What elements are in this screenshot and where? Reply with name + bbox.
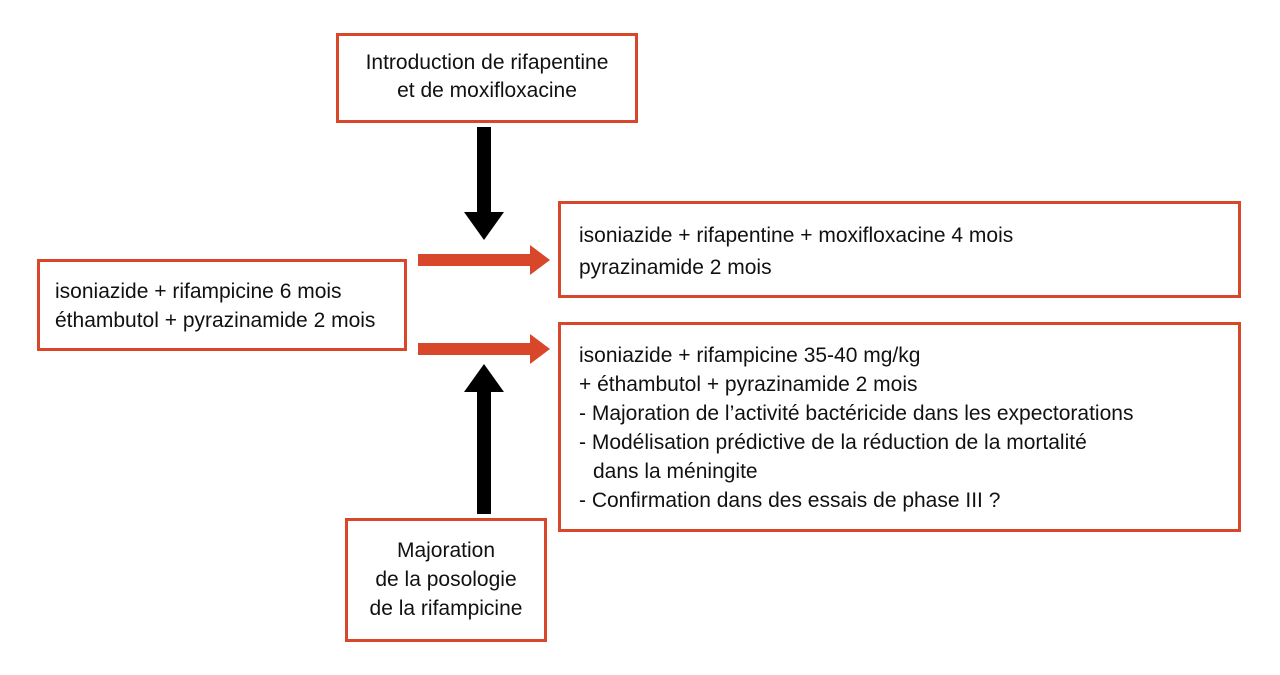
box-text-line: isoniazide + rifampicine 6 mois (55, 280, 342, 303)
box-text-line: et de moxifloxacine (397, 79, 577, 102)
box-introduction-rifapentine-moxifloxacine: Introduction de rifapentine et de moxifl… (336, 33, 638, 123)
bullet-item: - Majoration de l’activité bactéricide d… (579, 402, 1134, 425)
arrow-down-black (464, 127, 504, 240)
bullet-item-continuation: dans la méningite (593, 460, 758, 483)
box-high-dose-rifampicine-regimen: isoniazide + rifampicine 35-40 mg/kg + é… (558, 322, 1241, 532)
bullet-item: - Confirmation dans des essais de phase … (579, 489, 1001, 512)
box-standard-regimen: isoniazide + rifampicine 6 mois éthambut… (37, 259, 407, 351)
box-text-line: de la posologie (375, 568, 517, 591)
box-majoration-posologie-rifampicine: Majoration de la posologie de la rifampi… (345, 518, 547, 642)
arrow-up-black (464, 364, 504, 514)
bullet-item: - Modélisation prédictive de la réductio… (579, 431, 1087, 454)
box-text-line: pyrazinamide 2 mois (579, 256, 772, 279)
box-text-line: + éthambutol + pyrazinamide 2 mois (579, 373, 918, 396)
box-text-line: de la rifampicine (369, 597, 523, 620)
box-text-line: éthambutol + pyrazinamide 2 mois (55, 309, 376, 332)
arrow-right-orange-top (418, 245, 550, 275)
box-text-line: Majoration (396, 539, 496, 562)
arrow-right-orange-bottom (418, 334, 550, 364)
box-text-line: Introduction de rifapentine (365, 51, 609, 74)
box-text-line: isoniazide + rifapentine + moxifloxacine… (579, 224, 1014, 247)
box-text-line: isoniazide + rifampicine 35-40 mg/kg (579, 344, 921, 367)
box-rifapentine-moxifloxacine-regimen: isoniazide + rifapentine + moxifloxacine… (558, 201, 1241, 298)
